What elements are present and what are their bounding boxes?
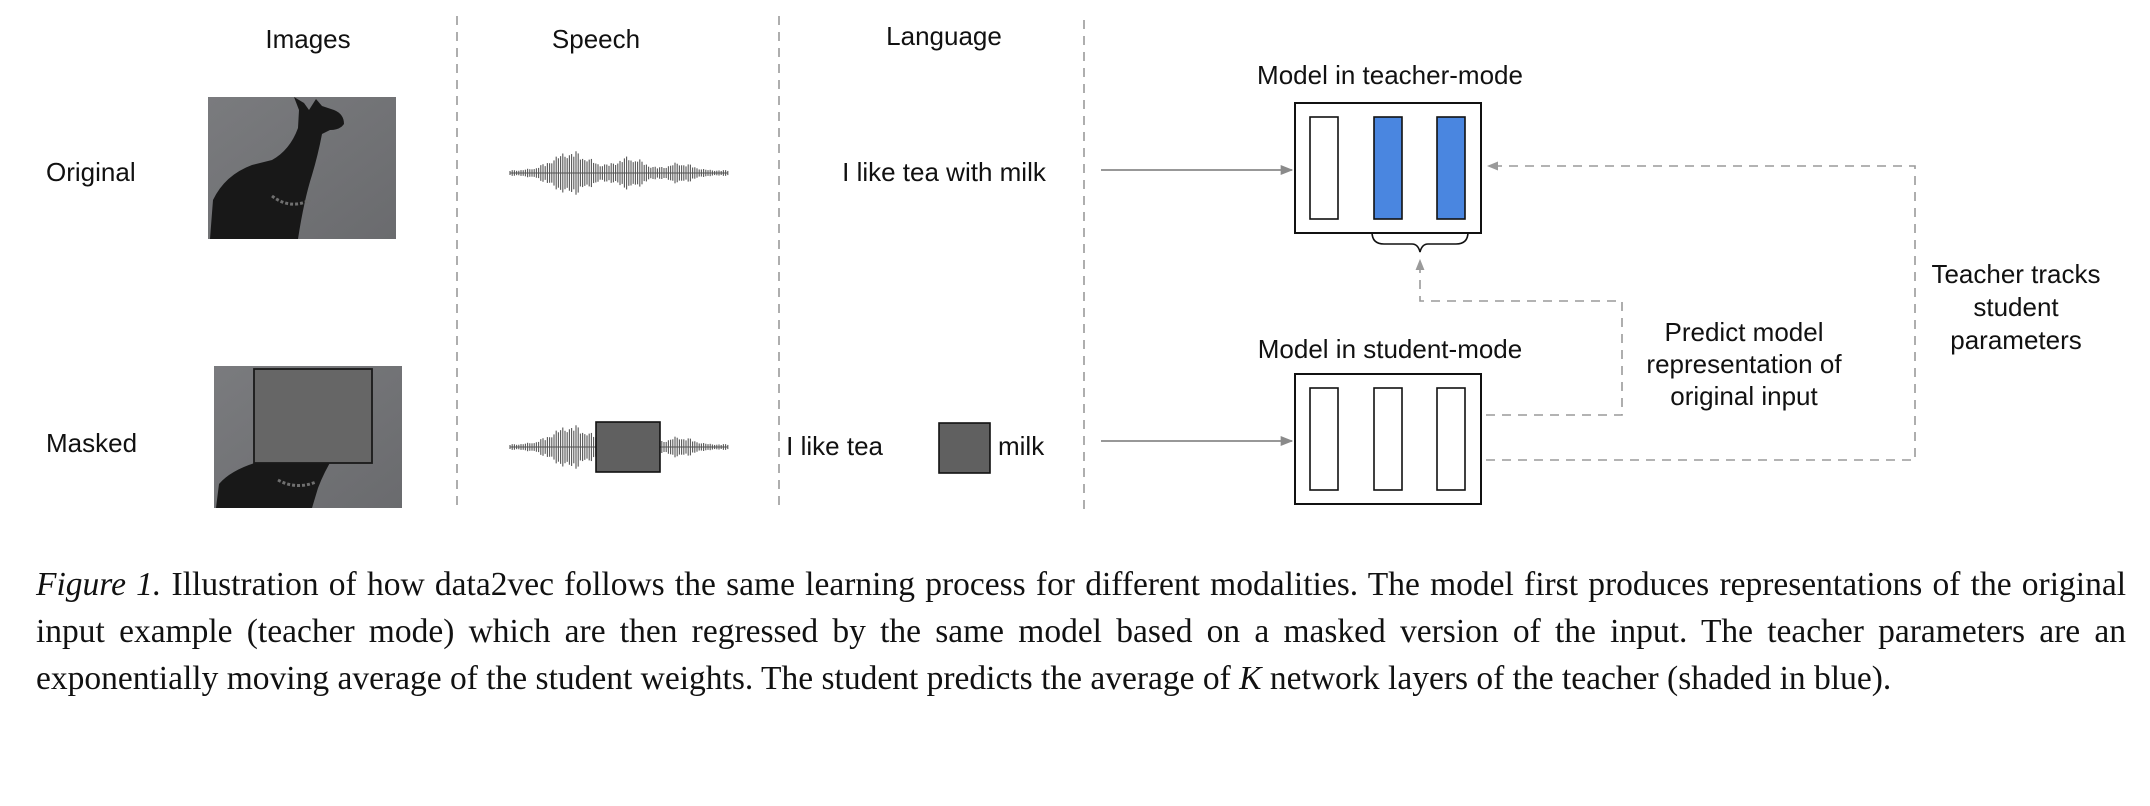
predict-label-line-2: representation of bbox=[1646, 349, 1842, 379]
student-layer bbox=[1373, 387, 1403, 491]
word-mask-block bbox=[938, 422, 991, 474]
figure-label: Figure 1. bbox=[36, 566, 162, 603]
diagram: Images Speech Language Original Masked I… bbox=[46, 16, 2101, 510]
sentence-masked-before: I like tea bbox=[786, 431, 883, 461]
student-layer bbox=[1436, 387, 1466, 491]
average-brace bbox=[1371, 231, 1469, 253]
predict-label-line-3: original input bbox=[1670, 381, 1818, 411]
column-header-language: Language bbox=[886, 21, 1002, 51]
tracks-label-line-3: parameters bbox=[1950, 325, 2082, 355]
waveform-masked bbox=[509, 425, 729, 469]
teacher-layer bbox=[1309, 116, 1339, 220]
student-model-title: Model in student-mode bbox=[1258, 334, 1522, 364]
teacher-layer-blue bbox=[1436, 116, 1466, 220]
row-label-masked: Masked bbox=[46, 428, 137, 458]
waveform-original bbox=[509, 151, 729, 195]
prediction-arrow bbox=[1415, 258, 1623, 416]
ema-update-arrow bbox=[1486, 161, 1916, 461]
figure-caption: Figure 1. Illustration of how data2vec f… bbox=[36, 561, 2126, 702]
caption-text-1: Illustration of how data2vec follows the… bbox=[36, 566, 2127, 697]
predict-label-line-1: Predict model bbox=[1665, 317, 1824, 347]
sentence-original: I like tea with milk bbox=[842, 157, 1047, 187]
column-header-images: Images bbox=[265, 24, 350, 54]
row-label-original: Original bbox=[46, 157, 136, 187]
dog-photo-original bbox=[208, 97, 396, 239]
caption-text-2: network layers of the teacher (shaded in… bbox=[1261, 660, 1892, 697]
speech-mask-block bbox=[595, 421, 661, 473]
student-layer bbox=[1309, 387, 1339, 491]
sentence-masked-after: milk bbox=[998, 431, 1045, 461]
mask-block bbox=[253, 368, 373, 464]
tracks-label-line-1: Teacher tracks bbox=[1931, 259, 2100, 289]
teacher-layer-blue bbox=[1373, 116, 1403, 220]
tracks-label-line-2: student bbox=[1973, 292, 2059, 322]
column-header-speech: Speech bbox=[552, 24, 640, 54]
caption-k-symbol: K bbox=[1239, 660, 1262, 697]
dog-photo-masked bbox=[214, 366, 402, 508]
teacher-model-title: Model in teacher-mode bbox=[1257, 60, 1523, 90]
